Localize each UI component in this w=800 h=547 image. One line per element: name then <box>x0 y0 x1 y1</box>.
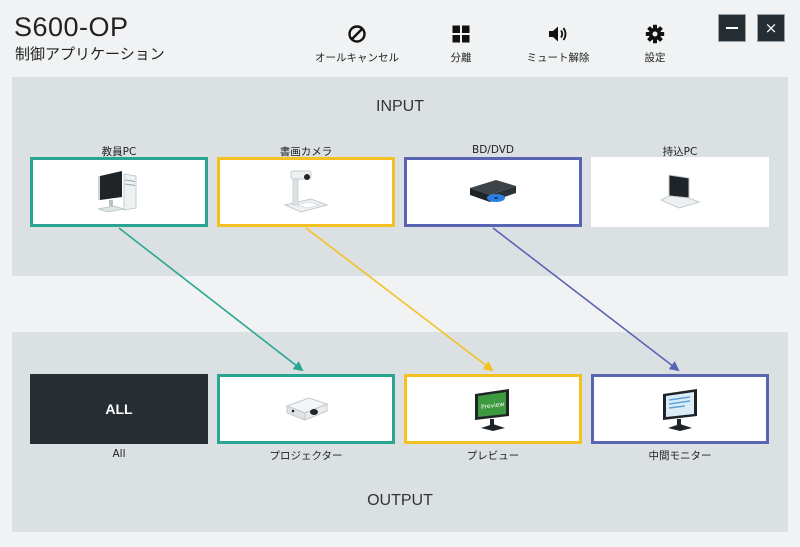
speaker-icon <box>549 26 567 42</box>
close-button[interactable]: × <box>757 14 785 42</box>
app-title: S600-OP <box>14 12 129 42</box>
bluray-player-icon <box>470 180 516 202</box>
cancel-icon <box>348 25 366 43</box>
input-label-laptop: 持込PC <box>662 146 698 158</box>
all-cancel-button[interactable]: オールキャンセル <box>302 24 412 68</box>
gear-icon <box>645 24 665 44</box>
laptop-icon <box>659 174 701 209</box>
output-label-projector: プロジェクター <box>269 450 343 462</box>
output-tile-intermediate-monitor[interactable] <box>591 374 769 444</box>
settings-button[interactable]: 設定 <box>600 24 710 68</box>
input-tile-teacher-pc[interactable] <box>30 157 208 227</box>
output-tile-preview[interactable]: Preview <box>404 374 582 444</box>
preview-monitor-icon: Preview <box>475 389 509 431</box>
app-subtitle: 制御アプリケーション <box>15 45 165 63</box>
output-title: OUTPUT <box>367 492 433 509</box>
input-tile-document-camera[interactable] <box>217 157 395 227</box>
output-tile-projector[interactable] <box>217 374 395 444</box>
separate-label: 分離 <box>450 52 472 64</box>
output-label-all: All <box>112 448 126 460</box>
output-label-preview: プレビュー <box>466 450 520 462</box>
input-tile-bd-dvd[interactable] <box>404 157 582 227</box>
all-tile-text: ALL <box>105 401 133 417</box>
settings-label: 設定 <box>644 52 666 64</box>
input-title: INPUT <box>376 98 424 115</box>
separate-button[interactable]: 分離 <box>406 24 516 68</box>
unmute-button[interactable]: ミュート解除 <box>503 24 613 68</box>
desktop-pc-icon <box>97 171 137 213</box>
svg-text:Preview: Preview <box>481 401 505 411</box>
output-tile-all[interactable]: ALL <box>30 374 208 444</box>
close-icon: × <box>764 18 778 37</box>
input-tile-laptop[interactable] <box>591 157 769 227</box>
minimize-icon <box>726 27 738 29</box>
unmute-label: ミュート解除 <box>526 52 590 64</box>
grid-icon <box>452 25 470 43</box>
input-label-bd-dvd: BD/DVD <box>472 144 514 156</box>
monitor-icon <box>663 389 697 431</box>
projector-icon <box>285 397 329 421</box>
all-cancel-label: オールキャンセル <box>315 52 399 64</box>
input-label-document-camera: 書画カメラ <box>279 146 333 158</box>
minimize-button[interactable] <box>718 14 746 42</box>
document-camera-icon <box>283 170 329 213</box>
input-label-teacher-pc: 教員PC <box>101 146 137 158</box>
output-label-intermediate-monitor: 中間モニター <box>648 450 712 462</box>
